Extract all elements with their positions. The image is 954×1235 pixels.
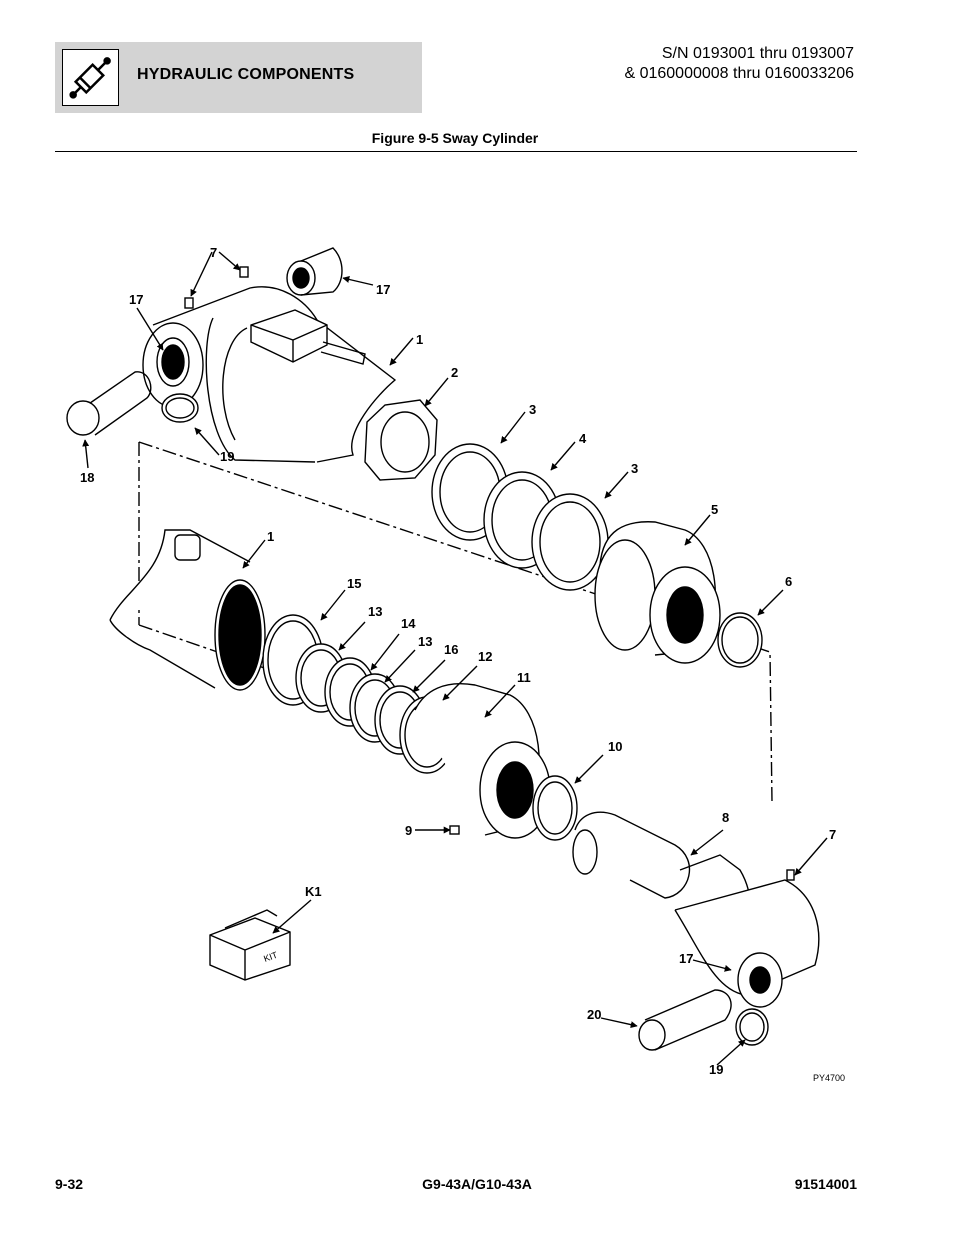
sway-cylinder-exploded-diagram: 7 17 17 1 2 3 4 3 5 6 19 18 1 15 13 14 1… <box>66 245 845 1083</box>
callout-label: 17 <box>679 951 693 966</box>
callout-label: 19 <box>220 449 234 464</box>
callout-label: 7 <box>829 827 836 842</box>
section-header: HYDRAULIC COMPONENTS <box>55 42 422 113</box>
model-number: G9-43A/G10-43A <box>422 1176 532 1192</box>
callout-label: 9 <box>405 823 412 838</box>
callout-label: 6 <box>785 574 792 589</box>
callout-label: 5 <box>711 502 718 517</box>
document-number: 91514001 <box>794 1176 857 1192</box>
serial-range: S/N 0193001 thru 0193007 & 0160000008 th… <box>624 44 854 84</box>
figure-title: Figure 9-5 Sway Cylinder <box>371 130 539 146</box>
callout-label: 3 <box>529 402 536 417</box>
kit-box-label: KIT <box>262 950 279 964</box>
callout-label: 2 <box>451 365 458 380</box>
section-title: HYDRAULIC COMPONENTS <box>137 66 355 83</box>
callout-label: 17 <box>376 282 390 297</box>
serial-line-2: & 0160000008 thru 0160033206 <box>624 65 854 82</box>
page-number: 9-32 <box>55 1176 84 1192</box>
callout-label: 17 <box>129 292 143 307</box>
callout-label: 1 <box>267 529 274 544</box>
serial-line-1: S/N 0193001 thru 0193007 <box>661 45 854 62</box>
header-rule <box>55 151 857 152</box>
callout-label: K1 <box>305 884 322 899</box>
callout-label: 12 <box>478 649 492 664</box>
callout-label: 13 <box>368 604 382 619</box>
callout-label: 20 <box>587 1007 601 1022</box>
callout-label: 15 <box>347 576 361 591</box>
callout-label: 8 <box>722 810 729 825</box>
callout-label: 3 <box>631 461 638 476</box>
callout-label: 13 <box>418 634 432 649</box>
callout-label: 1 <box>416 332 423 347</box>
callout-label: 11 <box>517 670 531 685</box>
callout-label: 18 <box>80 470 94 485</box>
hydraulic-cylinder-icon <box>62 49 119 106</box>
callout-label: 4 <box>579 431 587 446</box>
callout-label: 19 <box>709 1062 723 1077</box>
callout-label: 16 <box>444 642 458 657</box>
callout-label: 10 <box>608 739 622 754</box>
callout-label: 7 <box>210 245 217 260</box>
callout-label: 14 <box>401 616 416 631</box>
drawing-code: PY4700 <box>813 1073 845 1083</box>
